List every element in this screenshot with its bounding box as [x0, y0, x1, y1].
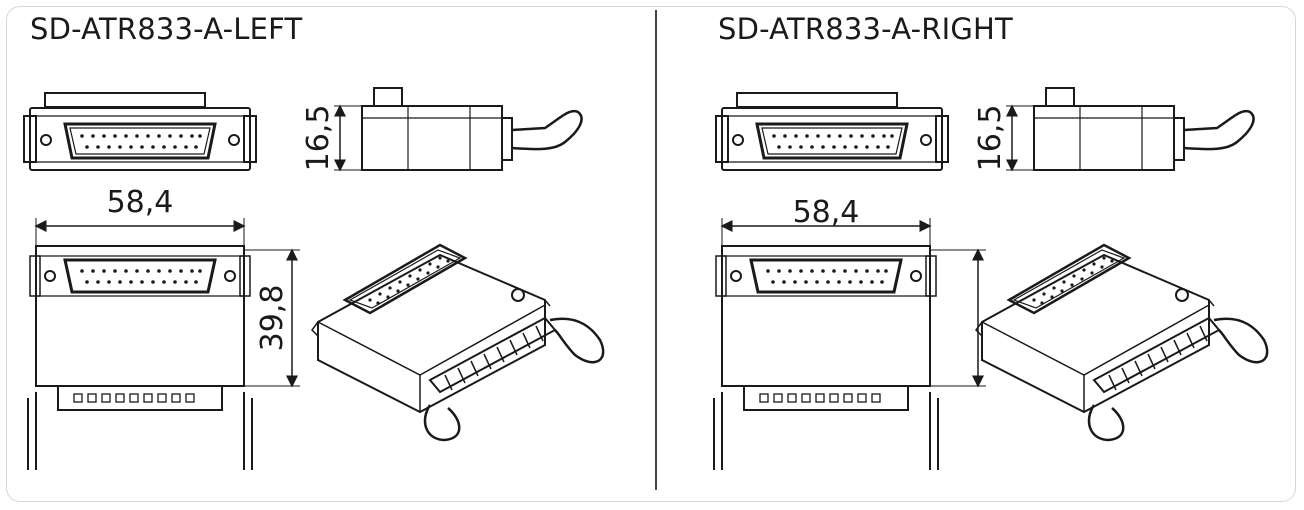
left-width-dimension: 58,4 [107, 185, 174, 220]
right-side-view [1006, 88, 1254, 170]
right-width-dimension: 58,4 [793, 195, 860, 230]
right-front-view [714, 91, 950, 172]
left-front-view [22, 91, 258, 172]
panel-divider [655, 10, 657, 490]
right-isometric-view [974, 243, 1269, 442]
left-side-view [334, 88, 582, 170]
left-panel-title: SD-ATR833-A-LEFT [30, 12, 303, 46]
left-isometric-view [310, 243, 605, 442]
figure-frame [6, 6, 1296, 502]
left-depth-dimension: 16,5 [301, 105, 336, 172]
left-height-dimension: 39,8 [255, 285, 290, 352]
right-top-view [714, 218, 986, 470]
right-depth-dimension: 16,5 [973, 105, 1008, 172]
right-panel-title: SD-ATR833-A-RIGHT [718, 12, 1013, 46]
